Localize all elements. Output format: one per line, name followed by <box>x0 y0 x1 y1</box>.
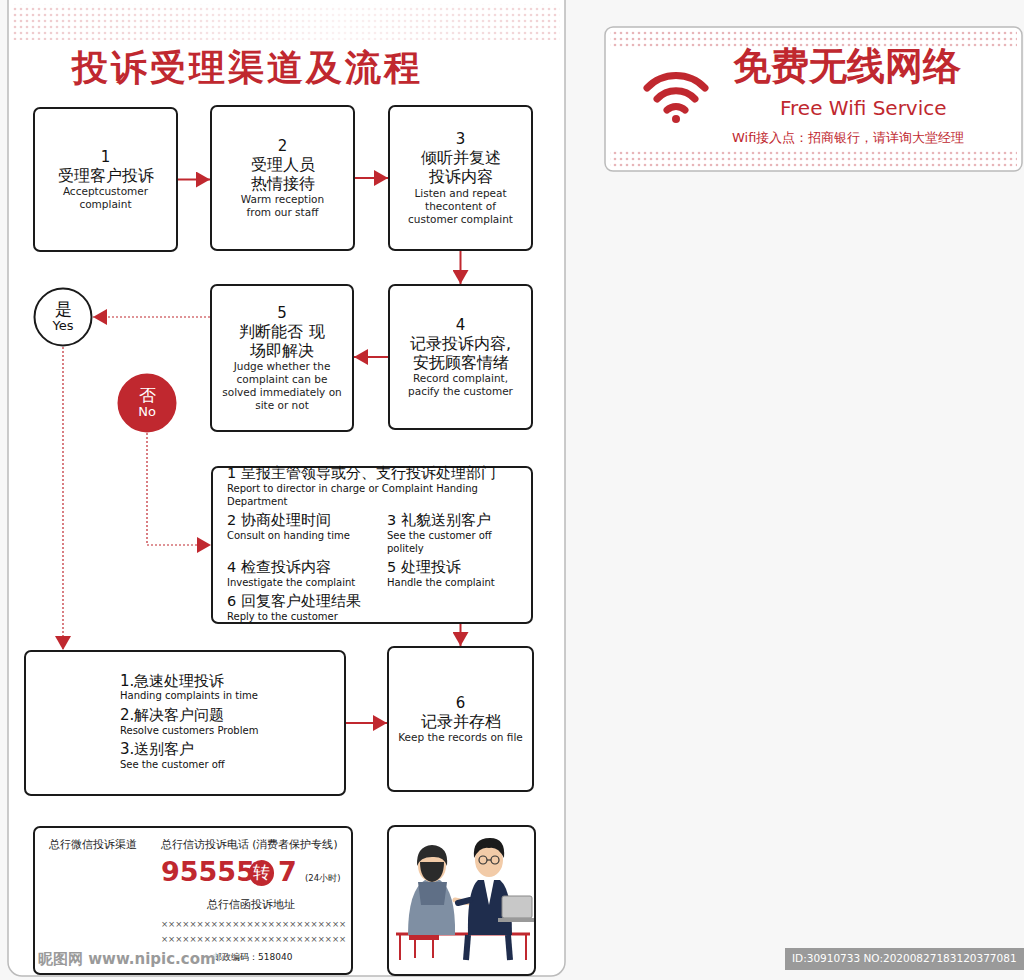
decision-en: No <box>138 405 156 420</box>
process-box: 1.急速处理投诉Handing complaints in time 2.解决客户… <box>24 650 346 796</box>
panel-text: 7 <box>278 856 297 887</box>
dotted-connector <box>147 433 211 545</box>
panel-text: 免费无线网络 <box>733 45 961 89</box>
dotted-connector <box>93 316 210 317</box>
id-band <box>785 948 1024 970</box>
item-zh: 1 呈报主管领导或分、支行投诉处理部门 <box>227 464 521 482</box>
dot-fade <box>12 4 560 40</box>
flow-arrow <box>354 356 388 358</box>
decision-circle: 是Yes <box>33 287 93 347</box>
step-title: 受理客户投诉 <box>58 166 154 185</box>
process-box: 1受理客户投诉Acceptcustomer complaint <box>33 107 178 252</box>
item-en: Investigate the complaint <box>227 576 387 589</box>
step-title: 倾听并复述 投诉内容 <box>418 148 504 186</box>
process-box: 6记录并存档Keep the records on file <box>387 646 534 792</box>
item-zh: 5 处理投诉 <box>387 558 521 576</box>
item-zh: 3.送别客户 <box>120 740 334 759</box>
flow-arrow <box>460 624 462 646</box>
decision-circle: 否No <box>117 373 177 433</box>
item-en: See the customer off <box>120 759 334 772</box>
step-number: 6 <box>456 694 466 712</box>
panel-text: 邮政编码：518040 <box>213 952 292 962</box>
step-number: 1 <box>101 148 111 166</box>
circle-shape <box>119 375 176 432</box>
step-english: Listen and repeat thecontent of customer… <box>402 187 520 226</box>
decision-zh: 否 <box>139 386 156 406</box>
flow-arrow <box>355 177 388 179</box>
panel-text: (24小时) <box>305 874 340 884</box>
step-title: 判断能否 现场即解决 <box>239 322 325 360</box>
panel-text: 总行信访投诉电话 (消费者保护专线) <box>161 838 338 850</box>
panel-text: ×××××××××××××××××××××××××× <box>161 935 346 945</box>
item-zh: 2 协商处理时间 <box>227 511 387 529</box>
title: 投诉受理渠道及流程 <box>72 44 423 93</box>
info-panel: 免费无线网络 Free Wifi ServiceWifi接入点：招商银行，请详询大… <box>605 27 1022 171</box>
item-en: Resolve customers Problem <box>120 725 334 738</box>
dot-band <box>12 4 560 40</box>
item-zh: 1.急速处理投诉 <box>120 672 334 691</box>
panel-text: ×××××××××××××××××××××××××× <box>161 920 346 930</box>
step-title: 受理人员 热情接待 <box>244 155 322 193</box>
item-en: Report to director in charge or Complain… <box>227 482 521 508</box>
step-english: Keep the records on file <box>398 731 523 744</box>
panel-text: 95555 <box>161 856 255 887</box>
item-zh: 6 回复客户处理结果 <box>227 592 387 610</box>
step-number: 2 <box>278 137 288 155</box>
item-zh: 3 礼貌送别客户 <box>387 511 521 529</box>
panel-text: 总行信函投诉地址 <box>207 898 295 910</box>
item-en: See the customer off politely <box>387 529 521 555</box>
item-en: Reply to the customer <box>227 610 387 623</box>
wifi-panel <box>605 27 1022 171</box>
step-title: 记录并存档 <box>421 712 501 731</box>
item-zh: 2.解决客户问题 <box>120 706 334 725</box>
item-en: Handing complaints in time <box>120 690 334 703</box>
decision-en: Yes <box>53 319 74 334</box>
step-english: Record complaint, pacify the customer <box>402 372 520 398</box>
process-box: 2受理人员 热情接待Warm reception from our staff <box>210 105 355 251</box>
dot-band <box>610 149 1017 167</box>
panel-text: Free Wifi Service <box>780 97 947 120</box>
flow-arrow <box>346 722 387 724</box>
step-number: 3 <box>456 130 466 148</box>
flow-arrow <box>178 179 210 181</box>
process-box: 1 呈报主管领导或分、支行投诉处理部门Report to director in… <box>211 466 533 624</box>
watermark: 昵图网 www.nipic.com <box>38 950 216 969</box>
panel-text: 转 <box>249 860 274 886</box>
step-number: 4 <box>456 316 466 334</box>
step-number: 5 <box>277 304 287 322</box>
step-english: Judge whether the complaint can be solve… <box>220 360 344 413</box>
step-english: Warm reception from our staff <box>228 193 338 219</box>
illustration <box>388 826 535 975</box>
item-en: Handle the complaint <box>387 576 521 589</box>
image-id: ID:30910733 NO:20200827183120377081 <box>792 952 1017 964</box>
process-box: 3倾听并复述 投诉内容Listen and repeat thecontent … <box>388 105 533 251</box>
panel-text: Wifi接入点：招商银行，请详询大堂经理 <box>732 131 964 146</box>
flow-arrow <box>460 251 462 284</box>
outer-panel <box>8 0 565 976</box>
dotted-connector <box>62 347 63 650</box>
wifi-icon <box>647 76 705 123</box>
process-box: 4记录投诉内容, 安抚顾客情绪Record complaint, pacify … <box>388 284 533 430</box>
decision-zh: 是 <box>55 300 72 320</box>
item-en: Consult on handing time <box>227 529 387 555</box>
circle-shape <box>35 289 92 346</box>
process-box: 5判断能否 现场即解决Judge whether the complaint c… <box>210 284 354 432</box>
step-english: Acceptcustomer complaint <box>51 185 161 211</box>
item-zh: 4 检查投诉内容 <box>227 558 387 576</box>
panel-text: 总行微信投诉渠道 <box>49 838 137 850</box>
step-title: 记录投诉内容, 安抚顾客情绪 <box>405 334 517 372</box>
